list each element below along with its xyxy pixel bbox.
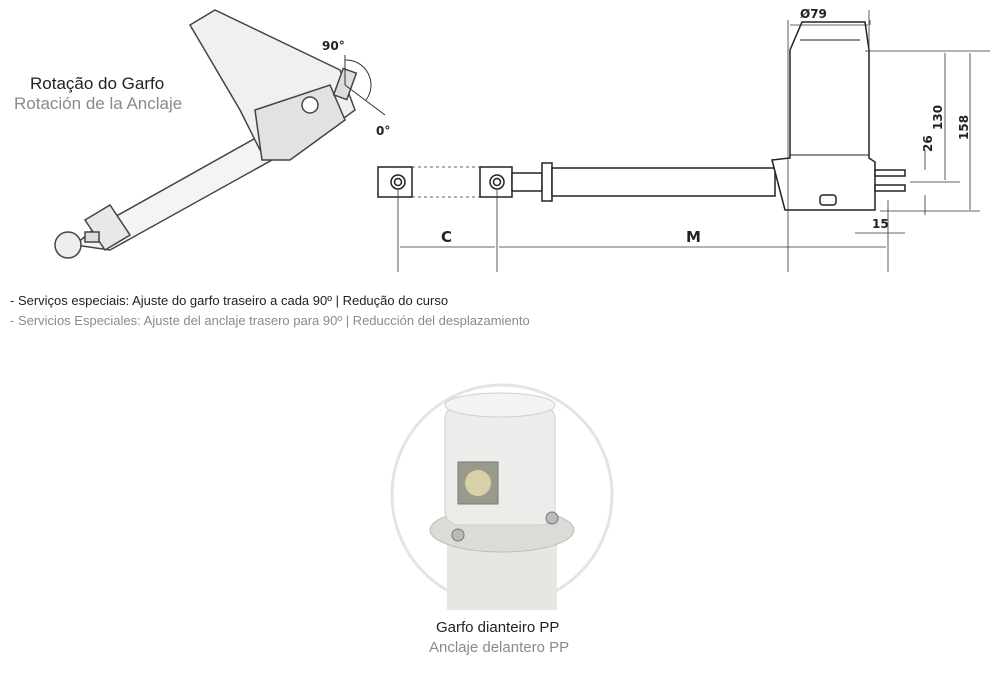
special-services-note-es: - Servicios Especiales: Ajuste del ancla… bbox=[10, 313, 530, 328]
rotation-label-es: Rotación de la Anclaje bbox=[14, 94, 183, 113]
width-15-dimension: 15 bbox=[872, 217, 889, 231]
rotation-label-pt: Rotação do Garfo bbox=[30, 74, 165, 93]
actuator-side-view bbox=[377, 21, 906, 211]
diameter-dimension: Ø79 bbox=[800, 7, 827, 21]
rotation-indicator bbox=[344, 55, 386, 116]
photo-caption-es: Anclaje delantero PP bbox=[429, 639, 570, 656]
dimension-lines bbox=[397, 10, 990, 272]
height-130-dimension: 130 bbox=[931, 105, 945, 130]
front-fork-photo bbox=[390, 383, 614, 610]
photo-caption-pt: Garfo dianteiro PP bbox=[436, 619, 560, 636]
angle-0-label: 0° bbox=[376, 124, 390, 138]
angle-90-label: 90° bbox=[322, 39, 345, 53]
dimension-m: M bbox=[686, 228, 701, 246]
offset-26-dimension: 26 bbox=[921, 135, 935, 152]
height-158-dimension: 158 bbox=[957, 115, 971, 140]
special-services-note-pt: - Serviços especiais: Ajuste do garfo tr… bbox=[10, 293, 449, 308]
dimension-c: C bbox=[441, 228, 452, 246]
actuator-perspective-illustration bbox=[54, 9, 358, 259]
